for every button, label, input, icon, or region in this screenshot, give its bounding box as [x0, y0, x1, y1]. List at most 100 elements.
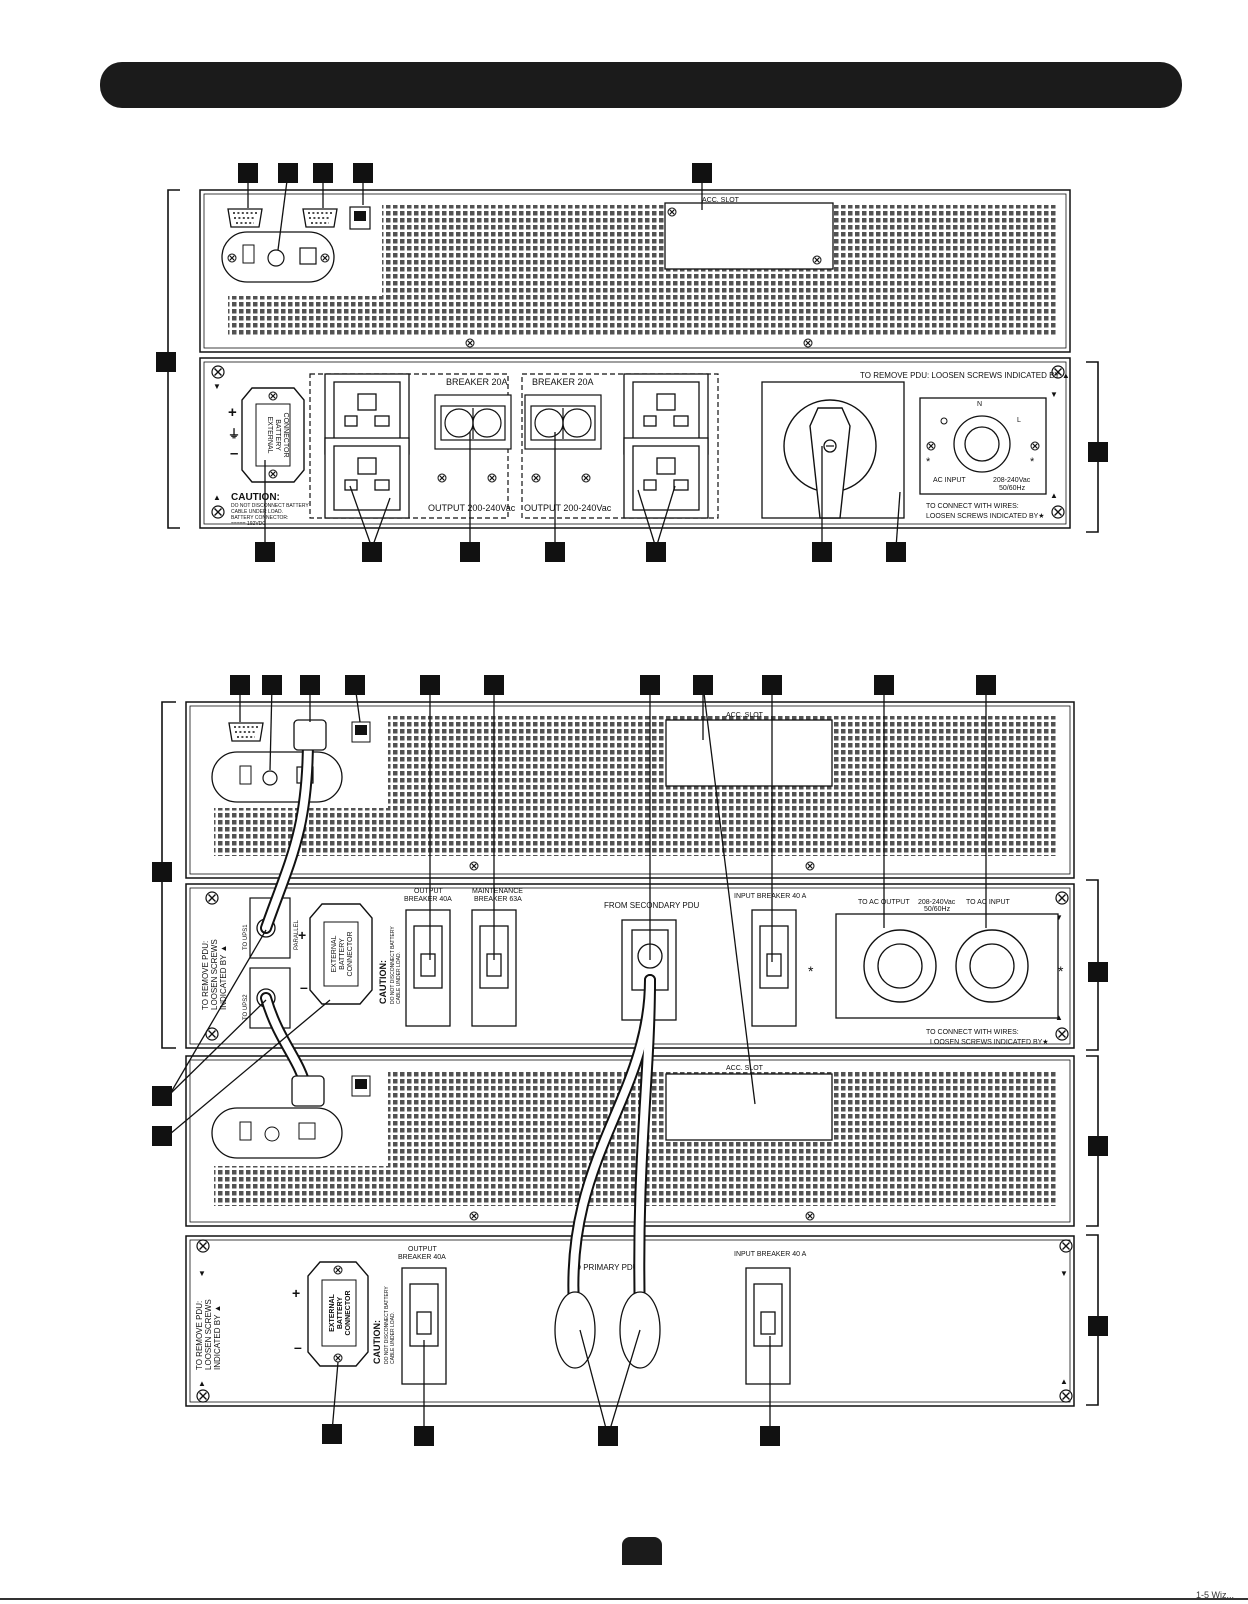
callout [1088, 442, 1108, 462]
svg-text:208-240Vac: 208-240Vac [918, 899, 956, 906]
svg-text:+: + [228, 404, 237, 421]
svg-text:50/60Hz: 50/60Hz [924, 906, 951, 913]
callout [646, 542, 666, 562]
svg-text:OUTPUT: OUTPUT [408, 1246, 438, 1253]
ac-terminal-block[interactable] [835, 913, 1059, 1019]
external-battery-connector-primary: EXTERNAL BATTERY CONNECTOR [309, 903, 373, 1005]
maintenance-bypass-switch[interactable] [761, 381, 905, 519]
svg-text:DO NOT DISCONNECT BATTERY: DO NOT DISCONNECT BATTERY [384, 1286, 390, 1364]
input-breaker-40a-secondary[interactable] [745, 1267, 791, 1385]
svg-text:INDICATED BY ▲: INDICATED BY ▲ [213, 1305, 222, 1370]
svg-text:L: L [1017, 417, 1021, 424]
svg-text:TO UPS1: TO UPS1 [243, 924, 249, 950]
svg-text:TO AC INPUT: TO AC INPUT [966, 899, 1011, 906]
callout [238, 163, 258, 183]
svg-text:▲: ▲ [213, 493, 221, 502]
svg-text:–: – [230, 445, 238, 462]
breaker-20a-right[interactable] [524, 394, 602, 450]
footer-rule [0, 1598, 1248, 1600]
output-outlet-2[interactable] [324, 437, 410, 519]
svg-text:CABLE UNDER LOAD.: CABLE UNDER LOAD. [396, 952, 402, 1004]
svg-text:LOOSEN SCREWS INDICATED BY★: LOOSEN SCREWS INDICATED BY★ [926, 512, 1045, 520]
serial-port[interactable] [227, 208, 263, 228]
svg-text:BREAKER 40A: BREAKER 40A [398, 1254, 446, 1261]
svg-text:BATTERY: BATTERY [337, 1297, 344, 1330]
svg-text:DO NOT DISCONNECT BATTERY: DO NOT DISCONNECT BATTERY [231, 503, 309, 509]
svg-text:OUTPUT 200-240Vac: OUTPUT 200-240Vac [524, 503, 612, 513]
svg-text:BREAKER 20A: BREAKER 20A [446, 377, 508, 387]
svg-text:+: + [298, 927, 306, 943]
page-number-tab [622, 1537, 662, 1565]
output-outlet-4[interactable] [623, 437, 709, 519]
svg-text:*: * [1030, 456, 1035, 468]
panel-2: ACC. SLOT ▼ ▲ TO REMOVE PDU: LOOSEN SCRE… [152, 675, 1108, 1446]
svg-text:CONNECTOR: CONNECTOR [282, 413, 289, 458]
breaker-20a-left[interactable] [434, 394, 512, 450]
caution-title: CAUTION: [231, 492, 280, 503]
svg-text:OUTPUT 200-240Vac: OUTPUT 200-240Vac [428, 503, 516, 513]
svg-text:EXTERNAL: EXTERNAL [329, 1293, 336, 1331]
svg-text:+: + [292, 1285, 300, 1301]
external-battery-connector: EXTERNAL BATTERY CONNECTOR [241, 387, 305, 483]
footer-text: 1-5 Wiz... [1195, 1590, 1234, 1600]
svg-text:⏚: ⏚ [228, 427, 240, 441]
svg-text:TO UPS2: TO UPS2 [243, 994, 249, 1020]
svg-text:BREAKER 40A: BREAKER 40A [404, 896, 452, 903]
svg-text:ACC. SLOT: ACC. SLOT [726, 712, 764, 719]
svg-text:INPUT BREAKER 40 A: INPUT BREAKER 40 A [734, 893, 807, 900]
svg-text:LOOSEN SCREWS: LOOSEN SCREWS [204, 1299, 213, 1370]
svg-text:TO REMOVE PDU:: TO REMOVE PDU: [201, 941, 210, 1010]
svg-text:CAUTION:: CAUTION: [372, 1320, 382, 1364]
input-breaker-40a[interactable] [751, 909, 797, 1027]
svg-text:ACC. SLOT: ACC. SLOT [726, 1065, 764, 1072]
parallel-port[interactable] [302, 208, 338, 228]
svg-text:TO REMOVE PDU:: TO REMOVE PDU: [195, 1301, 204, 1370]
svg-text:BATTERY: BATTERY [339, 938, 346, 970]
svg-text:TO CONNECT WITH WIRES:: TO CONNECT WITH WIRES: [926, 503, 1019, 510]
acc-slot-label: ACC. SLOT [702, 197, 740, 204]
callout [692, 163, 712, 183]
svg-text:LOOSEN SCREWS: LOOSEN SCREWS [210, 939, 219, 1010]
svg-text:*: * [808, 963, 814, 979]
svg-text:BREAKER 20A: BREAKER 20A [532, 377, 594, 387]
epo-port[interactable] [267, 249, 285, 267]
svg-text:50/60Hz: 50/60Hz [999, 485, 1026, 492]
svg-text:INPUT BREAKER 40 A: INPUT BREAKER 40 A [734, 1251, 807, 1258]
svg-text:TO CONNECT WITH WIRES:: TO CONNECT WITH WIRES: [926, 1029, 1019, 1036]
callout [156, 352, 176, 372]
svg-text:▲: ▲ [1055, 1013, 1063, 1022]
header-bar [100, 62, 1182, 108]
secondary-pdu-connector[interactable] [621, 919, 677, 1021]
svg-text:N: N [977, 401, 982, 408]
accessory-slot-primary[interactable] [665, 719, 833, 787]
callout [460, 542, 480, 562]
ac-input-terminal[interactable] [919, 397, 1047, 495]
callout [313, 163, 333, 183]
svg-text:OUTPUT: OUTPUT [414, 888, 444, 895]
svg-text:*: * [1058, 963, 1064, 979]
callout [278, 163, 298, 183]
svg-text:▼: ▼ [198, 1269, 206, 1278]
svg-text:TO PRIMARY PDU: TO PRIMARY PDU [570, 1263, 639, 1272]
remove-pdu-note: TO REMOVE PDU: LOOSEN SCREWS INDICATED B… [860, 371, 1070, 380]
callout [886, 542, 906, 562]
callout [353, 163, 373, 183]
svg-text:▼: ▼ [1055, 913, 1063, 922]
panel-1: ACC. SLOT ▼ ▲ ▼ ▲ TO REMOVE PDU: LOOSEN … [156, 163, 1108, 562]
svg-text:▲: ▲ [198, 1379, 206, 1388]
svg-text:INDICATED BY ▲: INDICATED BY ▲ [219, 945, 228, 1010]
svg-text:▲: ▲ [1060, 1377, 1068, 1386]
usb-port[interactable] [299, 247, 317, 265]
callout [362, 542, 382, 562]
callout [812, 542, 832, 562]
accessory-slot-secondary[interactable] [665, 1073, 833, 1141]
accessory-slot[interactable] [664, 202, 834, 270]
svg-text:–: – [300, 979, 308, 995]
callout [545, 542, 565, 562]
svg-text:▼: ▼ [213, 382, 221, 391]
svg-text:===== 192VDC: ===== 192VDC [231, 521, 266, 527]
svg-text:▼: ▼ [1060, 1269, 1068, 1278]
svg-text:BATTERY: BATTERY [274, 419, 281, 451]
callout [255, 542, 275, 562]
output-breaker-40a[interactable] [405, 909, 451, 1027]
